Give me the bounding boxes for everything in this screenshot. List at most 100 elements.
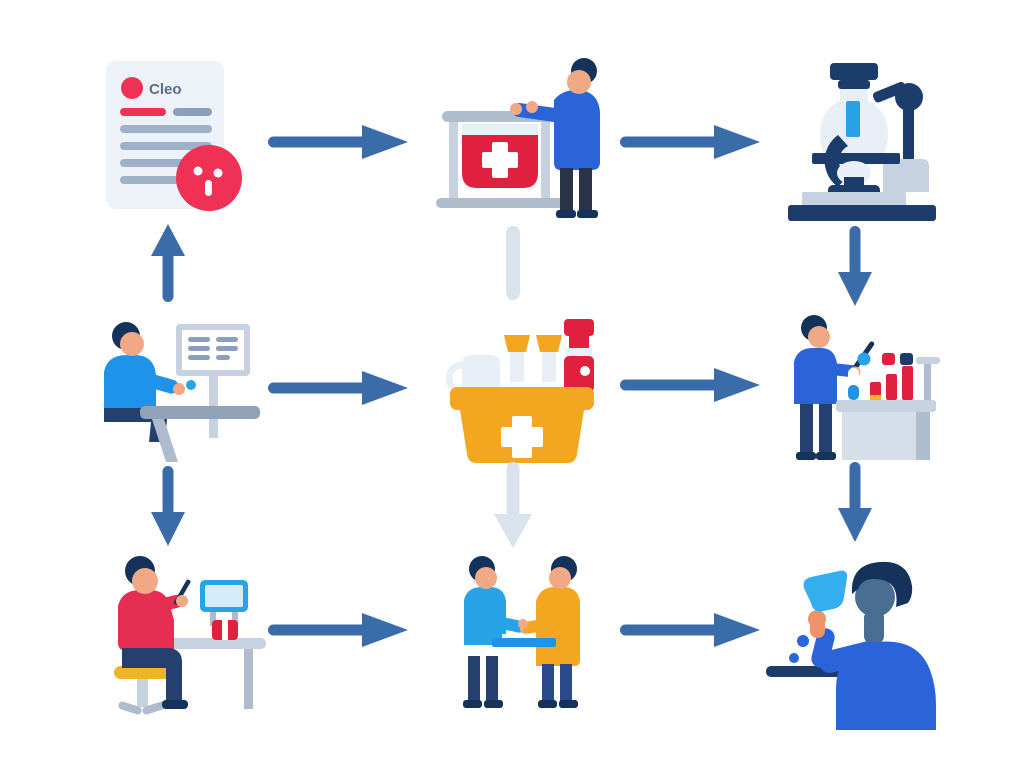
right-arrow-icon — [620, 613, 760, 647]
leg — [819, 404, 832, 454]
cap — [857, 352, 871, 366]
test-device — [200, 580, 248, 640]
head — [120, 332, 144, 356]
lab-technician-test-tubes-icon — [794, 315, 940, 460]
leg — [542, 664, 554, 702]
cross — [501, 427, 543, 447]
node-medical-report: Cleo — [92, 55, 252, 225]
bottle — [536, 335, 562, 382]
flask-accent — [846, 101, 860, 137]
arm — [511, 102, 568, 123]
table-top — [160, 638, 266, 649]
shoe — [556, 210, 576, 218]
text-line — [120, 108, 166, 116]
hair — [851, 561, 913, 607]
desk — [140, 406, 260, 462]
stool — [114, 666, 172, 715]
node-clinician-desk — [88, 312, 263, 462]
sleeve — [811, 628, 835, 668]
up-arrow-icon — [151, 224, 185, 302]
shoe — [577, 210, 598, 218]
hand — [518, 619, 528, 629]
right-arrow-icon — [268, 613, 408, 647]
technician — [794, 315, 875, 460]
stem — [844, 177, 864, 187]
exchange-table — [492, 634, 556, 647]
shirt — [104, 355, 156, 412]
node-lab-technician — [778, 312, 943, 464]
leg — [468, 656, 480, 702]
head — [132, 568, 158, 594]
leg — [800, 404, 813, 454]
arrow-box-to-lab — [614, 365, 764, 405]
shoe — [559, 700, 578, 708]
text-line — [120, 142, 212, 150]
node-sample-handoff — [438, 552, 610, 720]
leg — [560, 168, 573, 212]
shirt — [794, 348, 837, 404]
coat — [554, 90, 600, 170]
right-arrow-icon — [620, 125, 760, 159]
box-lid — [450, 387, 594, 410]
arm-post — [903, 103, 914, 165]
coat — [536, 587, 580, 666]
bottle — [504, 335, 530, 382]
eyepiece — [830, 63, 878, 80]
platform — [802, 192, 906, 206]
shirt — [464, 587, 506, 645]
head — [475, 567, 497, 589]
connector-cart-to-box — [498, 222, 528, 304]
table — [160, 638, 266, 709]
hand — [173, 383, 185, 395]
eyepiece-collar — [838, 80, 870, 89]
stool-foot — [118, 701, 142, 715]
arm-base — [883, 159, 929, 192]
right-arrow-icon — [620, 368, 760, 402]
arrow-lab-to-drink-down — [835, 456, 875, 544]
down-arrow-icon — [838, 462, 872, 542]
base — [788, 205, 936, 221]
device-screen — [205, 585, 243, 607]
shoe — [484, 700, 503, 708]
table-top — [492, 638, 556, 647]
medical-supply-box-icon — [445, 319, 594, 463]
shoe — [816, 452, 836, 460]
right-arrow-icon — [268, 125, 408, 159]
text-line — [173, 108, 212, 116]
person-right — [518, 556, 580, 708]
node-supply-box — [438, 305, 606, 467]
legs — [122, 648, 182, 702]
person-raising-glass-icon — [766, 561, 936, 730]
light-down-arrow-icon — [494, 462, 532, 548]
table-leg — [244, 649, 253, 709]
neck — [864, 610, 884, 644]
patient — [118, 556, 191, 709]
down-arrow-icon — [838, 226, 872, 306]
monitor — [176, 324, 250, 438]
arrow-handoff-to-drink — [614, 610, 764, 650]
test-tubes — [848, 352, 940, 400]
head — [549, 567, 571, 589]
shoe — [162, 700, 188, 709]
person — [803, 561, 936, 730]
node-microscope — [782, 55, 942, 227]
arrow-desk-to-report-up — [148, 222, 188, 307]
desk-top — [140, 406, 260, 419]
hand — [176, 595, 188, 607]
arrow-box-to-handoff-down — [490, 458, 536, 550]
node-patient-testing — [88, 552, 273, 720]
leg — [560, 664, 572, 702]
paper — [502, 634, 528, 639]
cross — [482, 152, 518, 168]
stool-foot — [142, 701, 166, 715]
document-alert-icon: Cleo — [106, 61, 242, 211]
leg — [579, 168, 592, 212]
arm-link — [872, 81, 907, 103]
node-nurse-with-cart — [432, 52, 617, 227]
box — [450, 387, 594, 463]
report-title: Cleo — [149, 81, 182, 98]
bullet-dot — [121, 77, 143, 99]
stage — [812, 153, 900, 164]
nurse — [510, 58, 600, 218]
